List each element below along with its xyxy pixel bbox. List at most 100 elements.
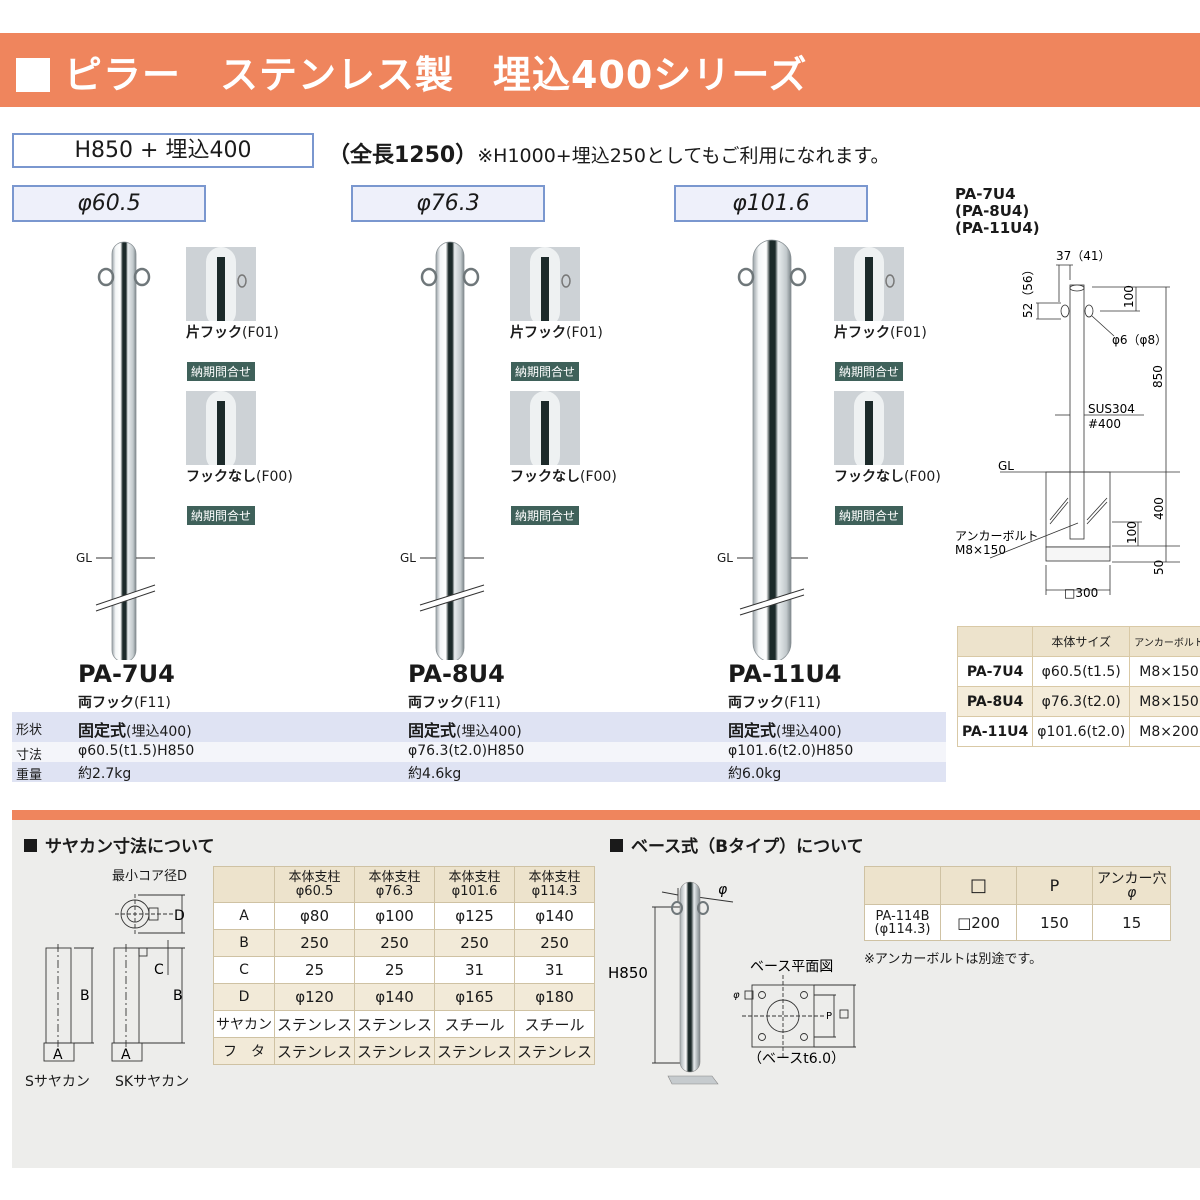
base-thickness-label: （ベースt6.0） [748,1051,845,1067]
hook-left-icon [737,267,755,287]
base-type-title: ベース式（Bタイプ）について [610,832,864,857]
diameter-box-3: φ101.6 [674,185,868,222]
hook-right-icon [462,267,480,287]
square-bullet-icon [24,839,37,852]
weight-cell-3: 約6.0kg [728,766,782,782]
table-header: □ [940,866,1017,905]
label-a: A [121,1047,131,1063]
dim-base-label: 50 [1152,560,1166,575]
label-b: B [173,988,183,1004]
hook-type-2: 両フック(F11) [408,695,501,711]
type-cell-3: 固定式(埋込400) [728,721,842,740]
table-row: PA-114B(φ114.3) □200 150 15 [864,904,1172,941]
option-thumb-one-hook [834,247,904,321]
hook-type-3: 両フック(F11) [728,695,821,711]
type-cell-2: 固定式(埋込400) [408,721,522,740]
hook-left-icon [97,267,115,287]
row-label: 寸法 [16,748,43,763]
dim-embed-label: 400 [1152,497,1166,520]
dim-hook-wire-label: φ6（φ8） [1112,333,1167,347]
gl-label-2: GL [400,551,416,565]
table-header-row: 本体サイズ アンカーボルト [956,626,1200,657]
dim-height-label: 850 [1151,365,1165,388]
pillar-illustrations [95,239,808,660]
lead-time-badge: 納期問合せ [511,362,580,381]
plan-title: ベース平面図 [750,959,833,975]
weight-cell-1: 約2.7kg [78,766,132,782]
hook-right-icon [133,267,151,287]
height-label: H850 [608,964,648,982]
table-header [864,866,941,905]
gl-label-1: GL [76,551,92,565]
square-bullet-icon [16,58,50,92]
row-label: 形状 [16,723,43,738]
sayakan-title: サヤカン寸法について [24,832,215,857]
dimension-cell-3: φ101.6(t2.0)H850 [728,743,854,759]
sk-sayakan-label: SKサヤカン [115,1074,190,1090]
tech-drawing-title: PA-7U4 (PA-8U4) (PA-11U4) [955,185,1040,237]
base-type-diagram: φ H850 ベース平面図 φ P （ベースt6.0） [608,881,856,1085]
dimension-cell-1: φ60.5(t1.5)H850 [78,743,195,759]
spec-row-dimensions: 寸法 φ60.5(t1.5)H850 φ76.3(t2.0)H850 φ101.… [12,742,946,763]
label-b: B [80,988,90,1004]
model-name-3: PA-11U4 [728,660,842,688]
option-thumb-no-hook [510,391,580,465]
option-thumb-one-hook [186,247,256,321]
anchor-spec-label: M8×150 [955,543,1006,557]
gl-label: GL [998,459,1014,473]
table-header: 本体サイズ [1032,626,1131,657]
type-cell-1: 固定式(埋込400) [78,721,192,740]
header-band [0,33,1200,107]
weight-cell-2: 約4.6kg [408,766,462,782]
plan-phi-label: φ [733,990,740,1001]
hook-left-icon [420,267,438,287]
pillar-pa-7u4 [95,241,156,660]
page-title: ピラー ステンレス製 埋込400シリーズ [16,44,807,99]
page-title-text: ピラー ステンレス製 埋込400シリーズ [64,53,808,97]
core-diameter-label: 最小コア径D [112,869,188,884]
label-a: A [53,1047,63,1063]
plan-p-label: P [826,1011,832,1022]
model-name-2: PA-8U4 [408,660,505,688]
lead-time-badge: 納期問合せ [835,506,904,525]
dim-hook-height-label: 52（56） [1021,263,1035,318]
model-name-1: PA-7U4 [78,660,175,688]
label-d: D [174,908,185,924]
pillar-pa-8u4 [419,241,485,660]
dim-width-label: 37（41） [1056,249,1111,263]
hook-right-icon [789,267,807,287]
option-label: フックなし(F00) [186,469,293,485]
gl-label-3: GL [717,551,733,565]
spec-row-type: 形状 固定式(埋込400) 固定式(埋込400) 固定式(埋込400) [12,712,946,742]
s-sayakan-label: Sサヤカン [25,1074,90,1090]
option-thumb-no-hook [186,391,256,465]
hook-type-1: 両フック(F11) [78,695,171,711]
label-c: C [154,962,164,978]
table-header [213,866,275,903]
option-label: フックなし(F00) [834,469,941,485]
total-length: （全長1250） [328,143,478,168]
spec-note-text: ※H1000+埋込250としてもご利用になれます。 [477,145,890,167]
table-header: アンカーボルト [1129,626,1200,657]
bottom-band [12,810,1200,820]
option-label: 片フック(F01) [186,325,279,341]
diameter-box-1: φ60.5 [12,185,206,222]
table-row: サヤカンステンレスステンレススチールスチール [213,1010,596,1038]
option-label: フックなし(F00) [510,469,617,485]
lead-time-badge: 納期問合せ [187,506,256,525]
lead-time-badge: 納期問合せ [187,362,256,381]
option-label: 片フック(F01) [510,325,603,341]
